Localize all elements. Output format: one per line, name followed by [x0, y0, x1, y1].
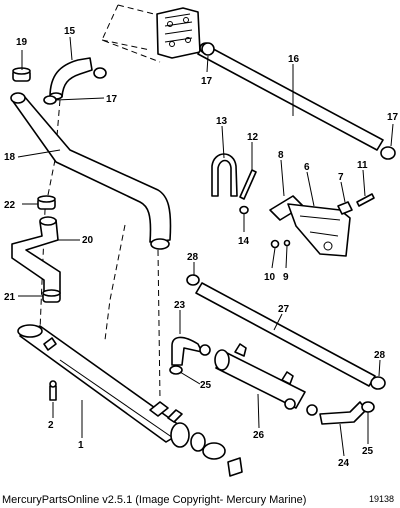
figure-number: 19138 [368, 494, 394, 504]
callout-17-tube-right: 17 [387, 112, 399, 123]
part-5-cap [202, 442, 226, 460]
part-17-clamp-tube-left [201, 42, 215, 56]
part-18-hose [10, 92, 172, 250]
part-screw-cap [227, 457, 243, 477]
part-25-clamp-left [169, 365, 183, 375]
part-24-clamp [306, 404, 318, 416]
callout-14: 14 [238, 236, 250, 247]
callout-23: 23 [174, 300, 186, 311]
callout-15: 15 [64, 26, 76, 37]
dashed-reference-lines [39, 4, 161, 401]
part-10-nut [270, 239, 280, 249]
callout-21: 21 [4, 292, 16, 303]
part-25-clamp-right [361, 401, 375, 413]
part-9-washer [283, 239, 291, 247]
callout-1: 1 [78, 440, 84, 451]
callout-numbers: 19 15 17 16 17 17 18 13 12 8 6 7 11 14 1… [4, 26, 399, 469]
callout-22: 22 [4, 200, 16, 211]
callout-6: 6 [304, 162, 310, 173]
callout-24: 24 [338, 458, 350, 469]
part-1-manifold [17, 324, 187, 443]
callout-17-left: 17 [106, 94, 118, 105]
callout-17-tube-left: 17 [201, 76, 213, 87]
part-17-clamp-tube-right [380, 146, 396, 160]
part-26-cooler [214, 343, 306, 410]
callout-8: 8 [278, 150, 284, 161]
part-27-tube [195, 282, 376, 387]
part-23-clamp [199, 344, 211, 356]
part-17-clamp-left [43, 95, 57, 105]
part-12-strap [239, 169, 257, 200]
callout-20: 20 [82, 235, 94, 246]
callout-25-right: 25 [362, 446, 374, 457]
copyright-caption: MercuryPartsOnline v2.5.1 (Image Copyrig… [2, 494, 307, 506]
part-17-clamp-upper [93, 67, 107, 79]
callout-16: 16 [288, 54, 300, 65]
part-14-nut [239, 205, 249, 215]
part-3-gasket [170, 422, 190, 448]
part-11-screw [356, 193, 375, 207]
callout-27: 27 [278, 304, 290, 315]
callout-26: 26 [253, 430, 265, 441]
callout-19: 19 [16, 37, 28, 48]
callout-9: 9 [283, 272, 289, 283]
callout-12: 12 [247, 132, 259, 143]
part-21-clamp [42, 289, 61, 303]
part-2-screw [49, 380, 57, 401]
callout-28-right: 28 [374, 350, 386, 361]
part-23-hose [171, 336, 203, 366]
part-28-clamp-left [186, 274, 200, 286]
callout-28-top: 28 [187, 252, 199, 263]
callout-11: 11 [357, 160, 368, 171]
part-13-u-bolt [211, 153, 238, 197]
mounting-bracket [156, 7, 201, 59]
callout-2: 2 [48, 420, 54, 431]
leader-lines [17, 36, 394, 457]
part-4-seal [190, 432, 206, 452]
callout-13: 13 [216, 116, 228, 127]
part-28-clamp-right [370, 376, 386, 390]
callout-25-left: 25 [200, 380, 212, 391]
part-7-fitting [337, 201, 353, 215]
part-22-clamp [37, 195, 56, 210]
callout-10: 10 [264, 272, 276, 283]
callout-7: 7 [338, 172, 344, 183]
callout-18: 18 [4, 152, 16, 163]
part-15-hose [49, 57, 93, 100]
part-20-hose [11, 216, 61, 295]
part-24-hose [319, 401, 367, 425]
